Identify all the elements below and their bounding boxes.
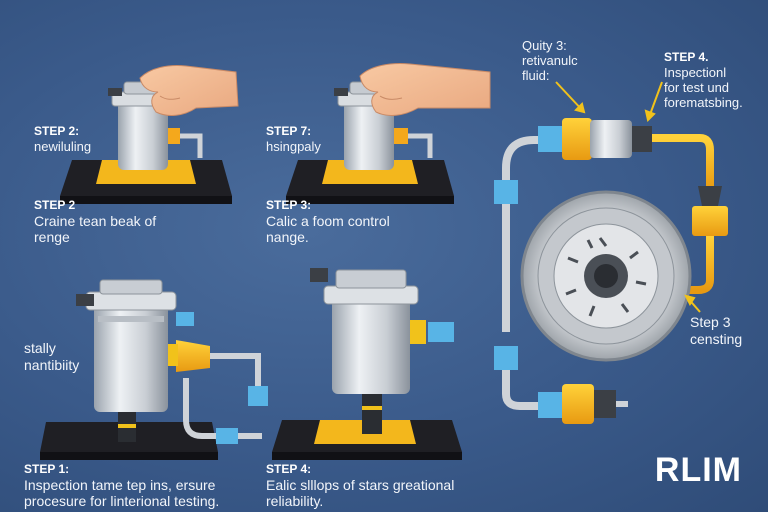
label-text: Step 3 (690, 314, 731, 330)
top-middle-unit (286, 81, 454, 204)
step-3-label: Step 3 censting (690, 314, 742, 348)
step-label-top-left: STEP 2: newiluling (34, 124, 91, 154)
step-text: procesure for linterional testing. (24, 493, 220, 509)
step-label-bottom-middle: STEP 4: Ealic slllops of stars greationa… (266, 462, 454, 509)
label-text: Quity 3: (522, 38, 567, 53)
label-text: nantibiity (24, 357, 80, 373)
step-label-bottom-left: STEP 1: Inspection tame tep ins, ersure … (24, 462, 219, 509)
label-text: forematsbing. (664, 95, 743, 110)
step-text: reliability. (266, 493, 324, 509)
inspection-label: STEP 4. Inspectionl for test und foremat… (664, 50, 743, 110)
step-text: Inspection tame tep ins, ersure (24, 477, 216, 493)
step-text: hsingpaly (266, 139, 321, 154)
step-text: Craine tean beak of (34, 213, 157, 229)
brand-logo: RLIM (654, 451, 742, 489)
step-title: STEP 1: (24, 462, 70, 476)
step-title: STEP 2: (34, 124, 80, 138)
step-text: Ealic slllops of stars greational (266, 477, 455, 493)
hand-icon (139, 65, 239, 116)
step-title: STEP 3: (266, 198, 312, 212)
step-title: STEP 2 (34, 198, 76, 212)
step-text: Calic a foom control (266, 213, 390, 229)
stability-label: stally nantibiity (24, 340, 79, 374)
step-text: nange. (266, 229, 309, 245)
step-text: renge (34, 229, 70, 245)
turbine-disc (520, 190, 692, 362)
label-text: for test und (664, 80, 730, 95)
label-text: Inspectionl (664, 65, 727, 80)
callout-arrows (555, 81, 701, 313)
hand-icon (359, 63, 491, 116)
step-title: STEP 4: (266, 462, 312, 476)
label-text: stally (24, 340, 56, 356)
step-label-top-middle: STEP 7: hsingpaly (266, 124, 321, 154)
label-text: censting (690, 331, 743, 347)
label-text: retivanulc (522, 53, 578, 68)
step-label-mid-left: STEP 2 Craine tean beak of renge (34, 198, 156, 245)
bottom-left-unit (40, 279, 268, 460)
quality-label: Quity 3: retivanulc fluid: (522, 38, 578, 83)
step-title: STEP 7: (266, 124, 312, 138)
step-title: STEP 4. (664, 50, 709, 64)
step-text: newiluling (34, 139, 92, 154)
right-pipework (494, 118, 728, 424)
bottom-middle-unit (272, 268, 500, 460)
label-text: fluid: (522, 68, 550, 83)
step-label-mid-middle: STEP 3: Calic a foom control nange. (266, 198, 390, 245)
